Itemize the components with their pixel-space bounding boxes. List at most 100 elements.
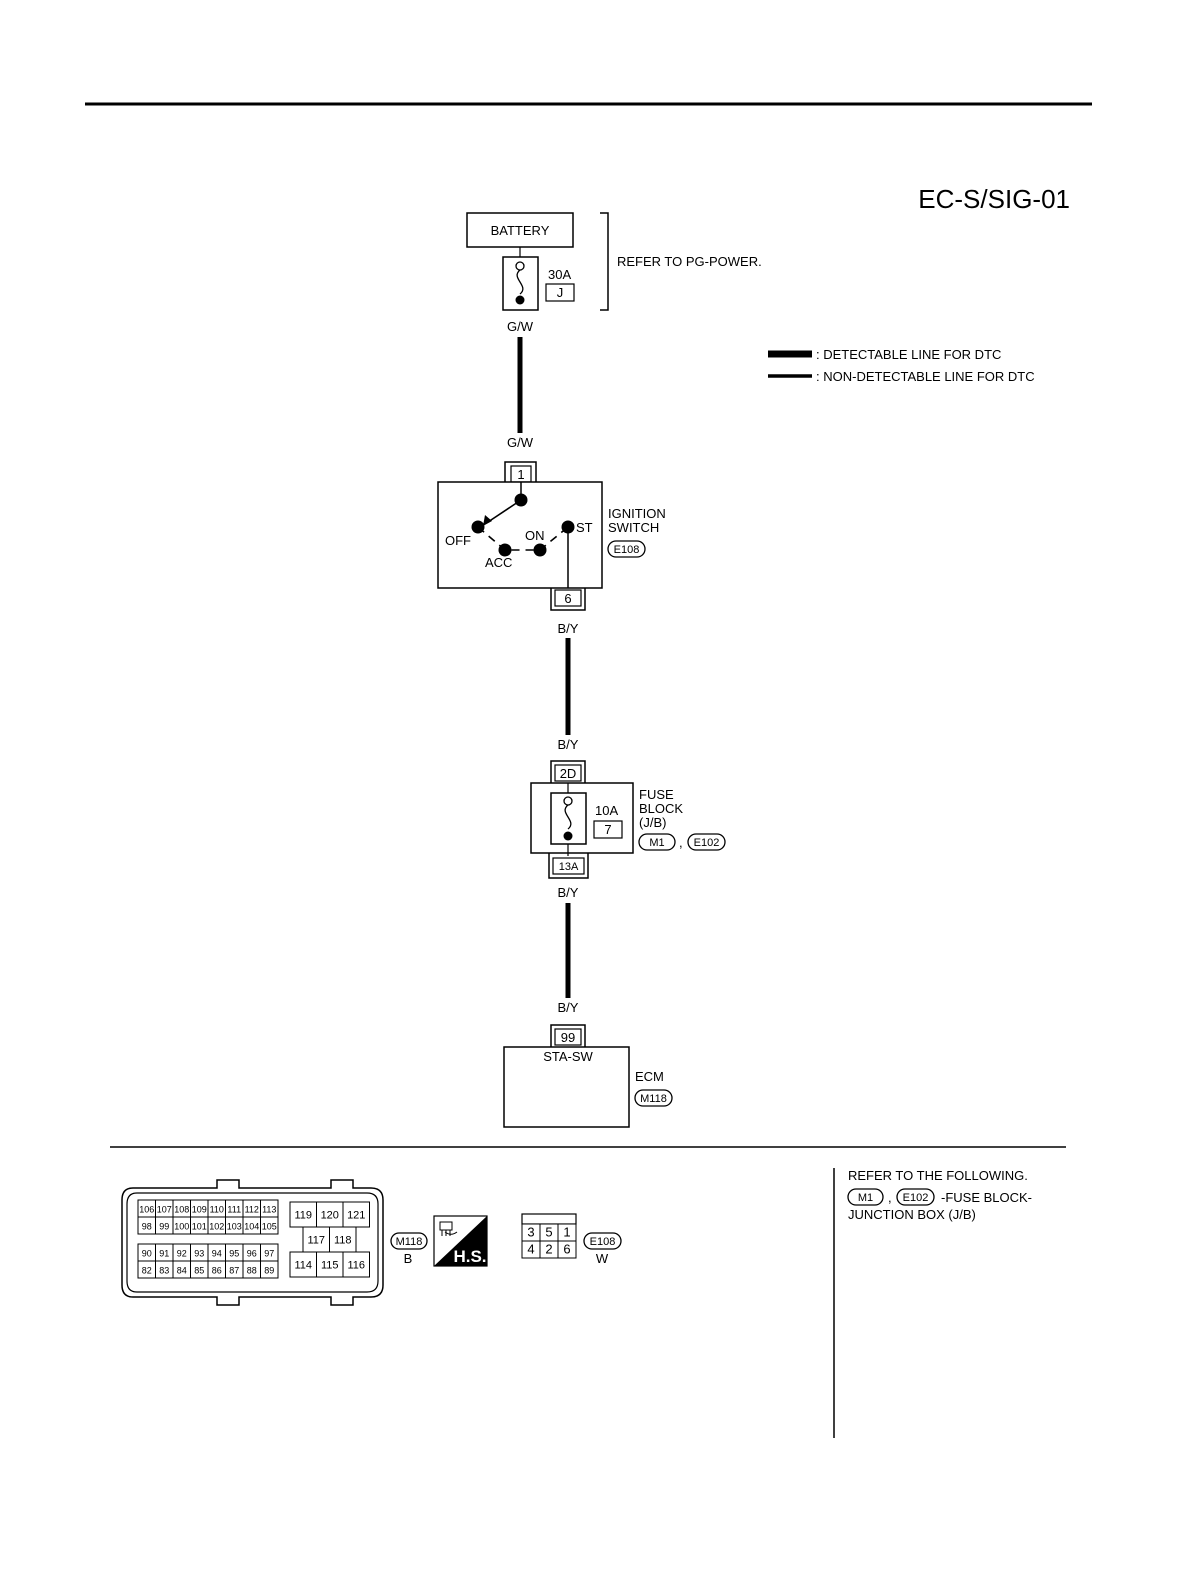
switch-label-acc: ACC bbox=[485, 555, 512, 570]
terminal-number: 88 bbox=[247, 1266, 257, 1276]
fuse-block-pin-13a: 13A bbox=[559, 861, 579, 873]
reference-connector-e102: E102 bbox=[903, 1192, 929, 1204]
m118-view-id: M118 bbox=[396, 1236, 423, 1248]
battery-label: BATTERY bbox=[491, 223, 550, 238]
reference-block: REFER TO THE FOLLOWING. M1 , E102 -FUSE … bbox=[847, 1168, 1032, 1222]
fuse-block-connector-m1: M1 bbox=[649, 837, 664, 849]
terminal-number: 85 bbox=[194, 1266, 204, 1276]
connector-m1-badge bbox=[638, 833, 676, 851]
terminal-number: 113 bbox=[262, 1205, 276, 1215]
terminal-number: 96 bbox=[247, 1249, 257, 1259]
legend: : DETECTABLE LINE FOR DTC : NON-DETECTAB… bbox=[768, 347, 1035, 384]
connector-e108-badge bbox=[607, 540, 646, 558]
fuse-block-connector-separator: , bbox=[679, 835, 683, 850]
terminal-number: 112 bbox=[245, 1205, 259, 1215]
ignition-title-line2: SWITCH bbox=[608, 520, 659, 535]
reference-m1-badge bbox=[847, 1188, 884, 1206]
terminal-number: 94 bbox=[212, 1249, 222, 1259]
terminal-number: 121 bbox=[347, 1210, 365, 1222]
ecm-connector-id: M118 bbox=[640, 1093, 667, 1105]
ecm: 99 STA-SW ECM M118 bbox=[503, 1024, 673, 1128]
switch-label-on: ON bbox=[525, 528, 545, 543]
fuse-block-fuse-id: 7 bbox=[604, 822, 611, 837]
terminal-number: 84 bbox=[177, 1266, 187, 1276]
terminal-cell bbox=[260, 1216, 279, 1235]
terminal-number: 3 bbox=[527, 1225, 534, 1240]
wire-color-by-1: B/Y bbox=[558, 621, 579, 636]
terminal-number: 97 bbox=[264, 1249, 274, 1259]
terminal-number: 82 bbox=[142, 1266, 152, 1276]
terminal-cell bbox=[329, 1226, 357, 1253]
e108-view-color: W bbox=[596, 1251, 609, 1266]
e108-badge bbox=[583, 1232, 622, 1250]
terminal-number: 111 bbox=[227, 1205, 241, 1215]
fuse-block-pin-2d: 2D bbox=[560, 766, 577, 781]
fuse-block-title-line1: FUSE bbox=[639, 787, 674, 802]
battery-box bbox=[466, 212, 574, 248]
harness-side-icon: H.S. bbox=[433, 1215, 488, 1267]
battery-section: BATTERY 30A J REFER TO PG-POWER. bbox=[466, 212, 762, 311]
m118-view-color: B bbox=[404, 1251, 413, 1266]
terminal-number: 93 bbox=[194, 1249, 204, 1259]
legend-non-detectable-label: : NON-DETECTABLE LINE FOR DTC bbox=[816, 369, 1035, 384]
wire-color-gw-top: G/W bbox=[507, 319, 534, 334]
battery-fuse-id: J bbox=[557, 285, 564, 300]
terminal-number: 2 bbox=[545, 1242, 552, 1257]
terminal-number: 120 bbox=[321, 1210, 339, 1222]
terminal-number: 87 bbox=[229, 1266, 239, 1276]
terminal-number: 119 bbox=[294, 1210, 312, 1222]
connector-m118-badge bbox=[634, 1089, 673, 1107]
wire-color-by-3: B/Y bbox=[558, 885, 579, 900]
terminal-number: 105 bbox=[262, 1222, 277, 1232]
reference-desc-line2: JUNCTION BOX (J/B) bbox=[848, 1207, 976, 1222]
terminal-cell bbox=[316, 1201, 344, 1228]
terminal-number: 114 bbox=[294, 1260, 312, 1272]
fuse-block-title-line3: (J/B) bbox=[639, 815, 666, 830]
switch-arrow-icon bbox=[483, 515, 492, 526]
ignition-pin-1: 1 bbox=[517, 467, 524, 482]
terminal-number: 1 bbox=[563, 1225, 570, 1240]
terminal-cell bbox=[557, 1240, 577, 1259]
ecm-pin-99: 99 bbox=[561, 1030, 575, 1045]
terminal-number: 110 bbox=[210, 1205, 224, 1215]
terminal-number: 115 bbox=[321, 1260, 339, 1272]
terminal-number: 98 bbox=[142, 1222, 152, 1232]
refer-pg-power: REFER TO PG-POWER. bbox=[617, 254, 762, 269]
ecm-title: ECM bbox=[635, 1069, 664, 1084]
fuse-block-title-line2: BLOCK bbox=[639, 801, 683, 816]
terminal-number: 5 bbox=[545, 1225, 552, 1240]
reference-heading: REFER TO THE FOLLOWING. bbox=[848, 1168, 1028, 1183]
reference-e102-badge bbox=[896, 1188, 935, 1206]
fuse-10a-icon bbox=[564, 804, 572, 830]
fuse-block: 2D 10A 7 13A FUSE BLOCK (J/B) M1 , E102 bbox=[530, 760, 726, 879]
wire-color-by-4: B/Y bbox=[558, 1000, 579, 1015]
connector-e102-badge bbox=[687, 833, 726, 851]
terminal-number: 104 bbox=[244, 1222, 259, 1232]
terminal-cell bbox=[342, 1251, 370, 1278]
ignition-pin-6: 6 bbox=[564, 591, 571, 606]
reference-desc-line1: -FUSE BLOCK- bbox=[941, 1190, 1032, 1205]
terminal-number: 117 bbox=[307, 1235, 325, 1247]
e108-view-id: E108 bbox=[590, 1236, 616, 1248]
ecm-box bbox=[503, 1046, 630, 1128]
reference-connector-m1: M1 bbox=[858, 1192, 873, 1204]
m118-badge bbox=[390, 1232, 428, 1250]
terminal-number: 103 bbox=[227, 1222, 242, 1232]
terminal-number: 107 bbox=[157, 1205, 172, 1215]
legend-detectable-label: : DETECTABLE LINE FOR DTC bbox=[816, 347, 1001, 362]
terminal-number: 91 bbox=[159, 1249, 169, 1259]
terminal-number: 86 bbox=[212, 1266, 222, 1276]
switch-label-off: OFF bbox=[445, 533, 471, 548]
terminal-number: 109 bbox=[192, 1205, 207, 1215]
terminal-number: 92 bbox=[177, 1249, 187, 1259]
terminal-number: 83 bbox=[159, 1266, 169, 1276]
terminal-number: 4 bbox=[527, 1242, 534, 1257]
battery-fuse-amp: 30A bbox=[548, 267, 571, 282]
diagram-code: EC-S/SIG-01 bbox=[918, 184, 1070, 214]
switch-label-st: ST bbox=[576, 520, 593, 535]
